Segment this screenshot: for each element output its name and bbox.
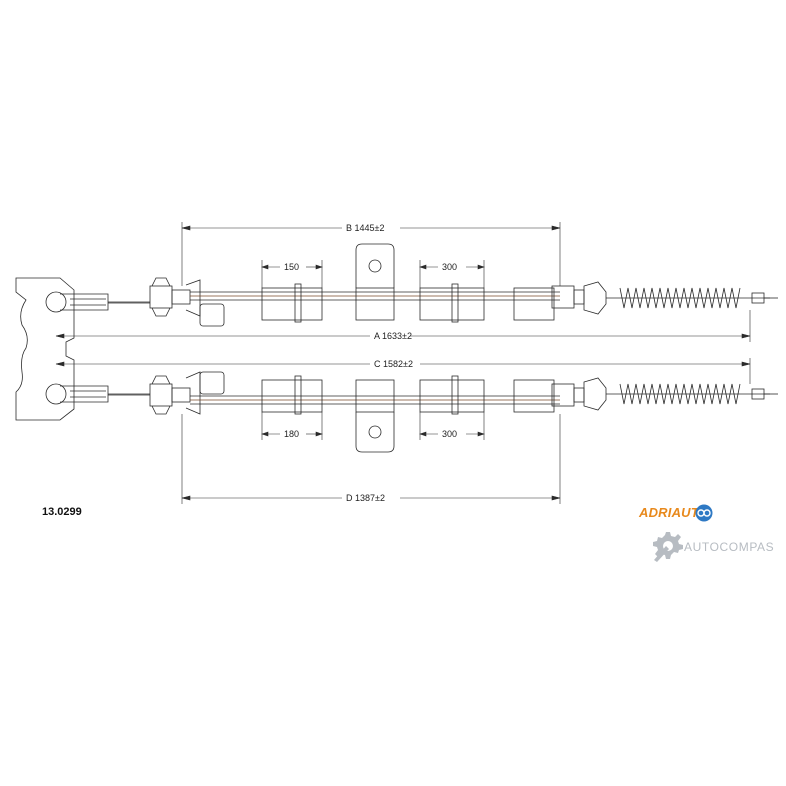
dim-180-label: 180 <box>284 429 299 439</box>
dim-150-label: 150 <box>284 262 299 272</box>
dim-b-label: B 1445±2 <box>346 223 384 233</box>
top-mounting-tab <box>355 243 395 288</box>
top-cable-assembly <box>60 277 778 327</box>
dim-d-label: D 1387±2 <box>346 493 385 503</box>
watermark-text: AUTOCOMPAS <box>684 540 775 554</box>
dimension-labels: B 1445±2 150 300 A 1633±2 C 1582±2 180 3… <box>284 223 457 503</box>
part-number: 13.0299 <box>42 506 82 518</box>
dim-a-label: A 1633±2 <box>374 331 412 341</box>
adriauto-badge-icon <box>695 504 713 522</box>
bottom-cable-assembly <box>60 371 778 415</box>
mounting-bracket <box>15 277 75 421</box>
dim-300-top-label: 300 <box>442 262 457 272</box>
dimension-lines <box>55 222 751 504</box>
dim-c-label: C 1582±2 <box>374 359 413 369</box>
brand-name: ADRIAUTO <box>639 505 709 520</box>
wrench-gear-icon <box>653 532 683 562</box>
bottom-mounting-tab <box>355 412 395 453</box>
dim-300-bottom-label: 300 <box>442 429 457 439</box>
